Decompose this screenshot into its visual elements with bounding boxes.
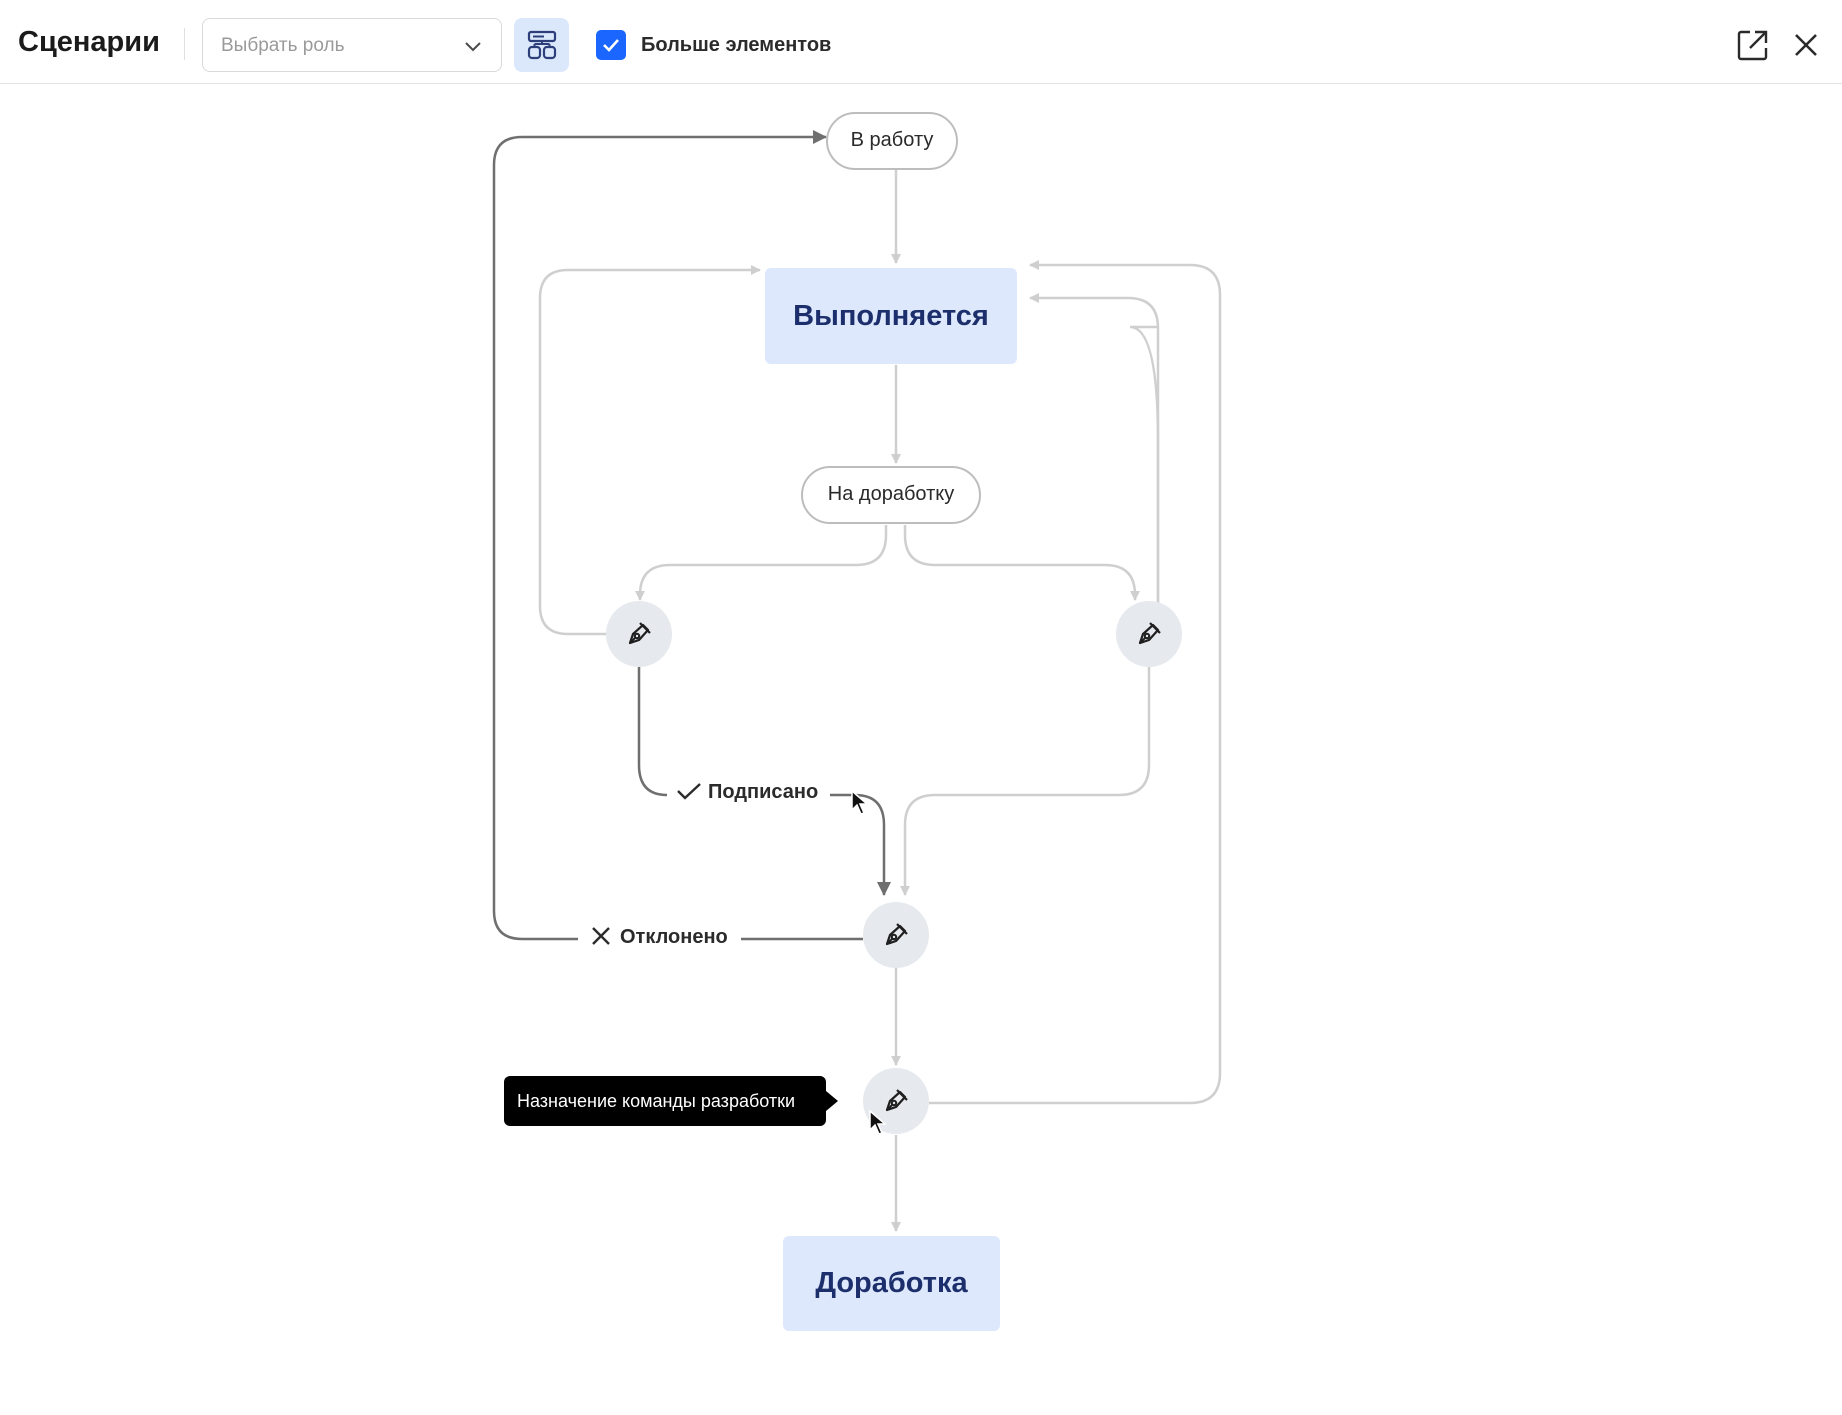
external-link-icon[interactable] [1736,28,1770,62]
cursor-icon [851,790,869,815]
edge-label-rejected[interactable]: Отклонено [584,925,734,949]
scenario-diagram: В работу Выполняется На доработку [0,85,1842,1415]
action-right[interactable] [1116,601,1182,667]
edge-rework-to-right-action [903,525,1140,601]
node-v-rabotu-label: В работу [850,129,934,151]
pen-nib-icon [628,622,651,645]
cross-icon [592,927,610,945]
edge-right-action-loop [1129,325,1160,604]
diagram-edges [492,130,1222,1232]
close-icon[interactable] [1793,32,1819,58]
edge-label-signed[interactable]: Подписано [670,781,825,804]
more-elements-checkbox[interactable] [596,30,626,60]
edge-rework-to-left-action [635,525,888,601]
pen-nib-icon [885,1089,908,1112]
action-middle[interactable] [863,902,929,968]
checkmark-icon [603,39,619,52]
divider [184,28,185,60]
action-left[interactable] [606,601,672,667]
state-vypolnyaetsya[interactable]: Выполняется [765,268,1017,364]
layout-toggle-button[interactable] [514,18,569,72]
check-icon [677,783,701,800]
edge-left-action-loop [538,265,761,636]
state-dorabotka-label: Доработка [815,1267,968,1299]
node-na-dorabotku[interactable]: На доработку [801,466,981,524]
chevron-down-icon [465,42,481,52]
role-select[interactable]: Выбрать роль [202,18,502,72]
pen-nib-icon [1138,622,1161,645]
action-tooltip-text: Назначение команды разработки [517,1091,796,1111]
action-tooltip: Назначение команды разработки [504,1076,826,1126]
edge-rejected-b [492,130,827,941]
state-dorabotka[interactable]: Доработка [783,1236,1000,1331]
pen-nib-icon [885,923,908,946]
node-v-rabotu[interactable]: В работу [826,112,958,170]
edge-label-rejected-text: Отклонено [620,926,728,948]
edge-bottom-action-loop [929,260,1222,1105]
role-select-placeholder: Выбрать роль [221,35,345,56]
top-bar: Сценарии Выбрать роль Больше элементов [0,0,1842,84]
page-title: Сценарии [18,26,160,58]
cursor-icon [869,1110,887,1135]
node-na-dorabotku-label: На доработку [827,483,955,505]
edge-signed [637,667,668,797]
edge-right-action-to-middle [900,667,1151,896]
tooltip-arrow [826,1091,838,1111]
state-vypolnyaetsya-label: Выполняется [793,300,989,332]
layout-scheme-icon [527,30,557,60]
more-elements-label[interactable]: Больше элементов [641,34,832,56]
edge-label-signed-text: Подписано [708,781,819,803]
edge-right-action-loop-b [1029,293,1160,604]
